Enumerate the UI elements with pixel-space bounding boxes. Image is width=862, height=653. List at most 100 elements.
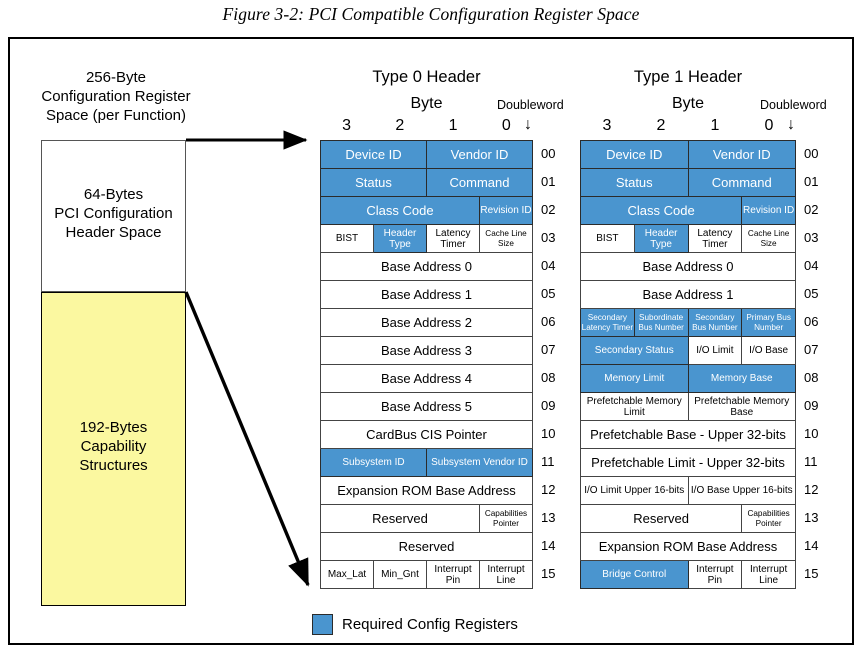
register-field: Subsystem ID: [320, 448, 427, 477]
register-row: Base Address 4: [320, 364, 533, 393]
register-field: Interrupt Pin: [687, 560, 743, 589]
register-field: Base Address 3: [320, 336, 533, 365]
register-field: Capabilities Pointer: [741, 504, 796, 533]
register-field: Class Code: [579, 196, 743, 225]
register-field: Header Type: [633, 224, 689, 253]
register-field: BIST: [580, 224, 635, 253]
memory-map-caption-line-3: Space (per Function): [45, 107, 187, 124]
type0-byte-num-3: 3: [342, 117, 352, 134]
doubleword-number: 07: [804, 342, 819, 357]
register-field: Command: [426, 168, 533, 197]
doubleword-number: 11: [804, 454, 818, 469]
register-row: CardBus CIS Pointer: [320, 420, 533, 449]
register-field: BIST: [320, 224, 374, 253]
legend-label: Required Config Registers: [342, 616, 518, 633]
register-field: Base Address 0: [320, 252, 533, 281]
register-field: CardBus CIS Pointer: [320, 420, 533, 449]
type1-byte-label: Byte: [671, 95, 704, 112]
type0-title: Type 0 Header: [372, 68, 481, 86]
register-field: Base Address 1: [580, 280, 796, 309]
register-field: Expansion ROM Base Address: [320, 476, 533, 505]
memory-region-header-space-label: 64-Bytes PCI Configuration Header Space: [41, 185, 186, 242]
doubleword-number: 04: [804, 258, 819, 273]
doubleword-number: 08: [541, 370, 556, 385]
register-field: Secondary Bus Number: [687, 308, 743, 337]
register-field: Memory Base: [687, 364, 796, 393]
doubleword-number: 09: [541, 398, 556, 413]
register-field: Base Address 1: [320, 280, 533, 309]
register-field: Base Address 5: [320, 392, 533, 421]
register-row: Base Address 1: [580, 280, 796, 309]
doubleword-number: 00: [804, 146, 819, 161]
register-field: Latency Timer: [687, 224, 743, 253]
register-field: Base Address 0: [580, 252, 796, 281]
register-row: Reserved: [320, 532, 533, 561]
register-row: Base Address 5: [320, 392, 533, 421]
doubleword-number: 03: [541, 230, 556, 245]
doubleword-number: 03: [804, 230, 819, 245]
doubleword-number: 00: [541, 146, 556, 161]
type1-title: Type 1 Header: [633, 68, 743, 86]
register-field: Header Type: [373, 224, 427, 253]
register-field: I/O Base Upper 16-bits: [687, 476, 796, 505]
register-row: Base Address 0: [320, 252, 533, 281]
type1-byte-num-3: 3: [602, 117, 612, 134]
doubleword-number: 13: [541, 510, 556, 525]
register-field: Latency Timer: [426, 224, 480, 253]
register-field: Vendor ID: [687, 140, 796, 169]
doubleword-number: 10: [541, 426, 556, 441]
register-row: Expansion ROM Base Address: [580, 532, 796, 561]
doubleword-number: 01: [541, 174, 556, 189]
type1-byte-numbers: 3 2 1 0: [580, 117, 796, 135]
type0-byte-num-2: 2: [395, 117, 405, 134]
memory-region-capability-structures-label: 192-Bytes Capability Structures: [41, 418, 186, 475]
header-space-line-1: 64-Bytes: [83, 186, 144, 203]
type1-doubleword-arrow-icon: ↓: [787, 116, 795, 133]
doubleword-number: 11: [541, 454, 555, 469]
type0-doubleword-arrow-icon: ↓: [524, 116, 532, 133]
capability-line-2: Capability: [80, 438, 147, 455]
type0-byte-label: Byte: [410, 95, 443, 112]
doubleword-number: 01: [804, 174, 819, 189]
register-field: Cache Line Size: [741, 224, 796, 253]
register-field: Class Code: [320, 196, 480, 225]
register-field: Expansion ROM Base Address: [580, 532, 796, 561]
register-field: Capabilities Pointer: [479, 504, 533, 533]
register-field: Prefetchable Limit - Upper 32-bits: [580, 448, 796, 477]
doubleword-number: 12: [804, 482, 819, 497]
header-space-line-3: Header Space: [65, 224, 162, 241]
register-field: Max_Lat: [320, 560, 374, 589]
register-field: Interrupt Line: [479, 560, 533, 589]
type1-byte-num-2: 2: [656, 117, 666, 134]
type0-byte-num-0: 0: [501, 117, 511, 134]
doubleword-number: 09: [804, 398, 819, 413]
type1-byte-num-0: 0: [764, 117, 774, 134]
register-field: Interrupt Line: [741, 560, 796, 589]
register-field: Subsystem Vendor ID: [426, 448, 533, 477]
doubleword-number: 05: [541, 286, 556, 301]
doubleword-number: 06: [804, 314, 819, 329]
register-field: Interrupt Pin: [426, 560, 480, 589]
register-row: Expansion ROM Base Address: [320, 476, 533, 505]
register-row: Base Address 0: [580, 252, 796, 281]
memory-region-header-space: [41, 140, 186, 292]
register-field: Base Address 2: [320, 308, 533, 337]
register-field: Reserved: [320, 532, 533, 561]
register-field: Min_Gnt: [373, 560, 427, 589]
